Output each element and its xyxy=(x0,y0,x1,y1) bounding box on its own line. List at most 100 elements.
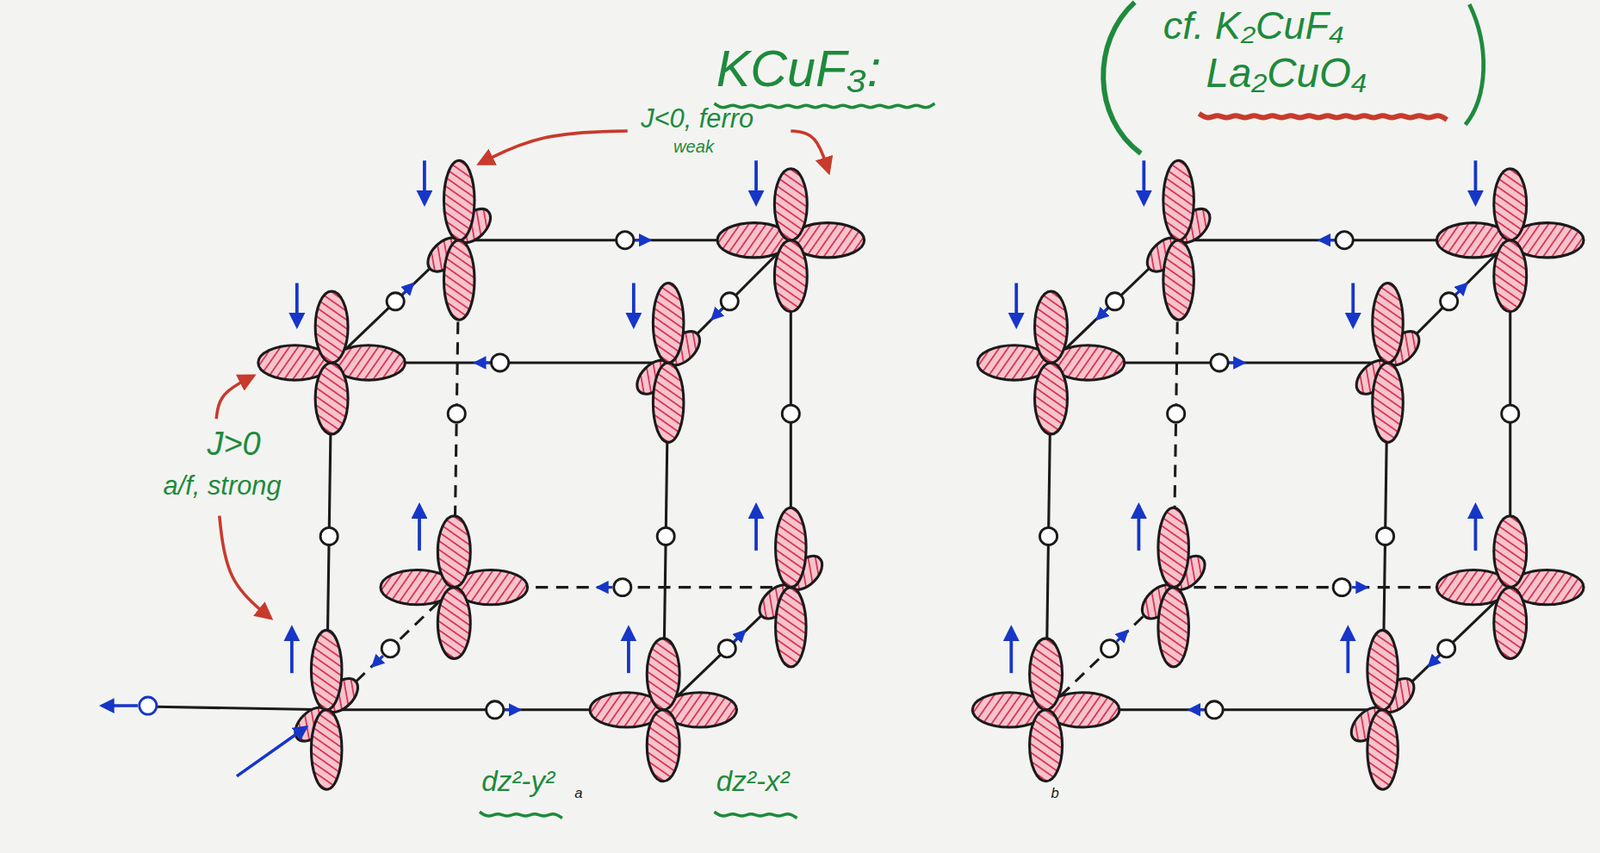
bracket xyxy=(1103,2,1142,154)
displacement-arrow xyxy=(422,160,427,204)
fluorine-ion xyxy=(1333,578,1351,596)
displacement-arrow xyxy=(1345,627,1350,673)
displacement-arrow xyxy=(1429,655,1440,666)
exchange-arrow xyxy=(219,515,271,618)
annotation-label: J<0, ferro xyxy=(640,104,754,134)
orbital-lobe xyxy=(646,709,680,782)
displacement-arrow xyxy=(1190,707,1205,711)
orbital-lobe xyxy=(775,507,807,587)
fluorine-ion xyxy=(613,578,632,596)
exchange-arrow xyxy=(790,130,829,172)
fluorine-ion xyxy=(1101,639,1119,658)
orbital-lobe xyxy=(1158,587,1190,667)
displacement-arrow xyxy=(1116,631,1128,642)
fluorine-ion xyxy=(1335,231,1353,249)
fluorine-ion xyxy=(781,404,800,422)
displacement-arrow xyxy=(101,703,137,707)
bracket xyxy=(1465,4,1484,125)
orbital-lobe xyxy=(1494,168,1527,241)
orbital-lobe xyxy=(1029,638,1063,710)
orbital-lobe xyxy=(310,629,342,709)
orbital-lobe xyxy=(437,515,471,588)
displacement-arrow xyxy=(1351,283,1355,327)
fluorine-ion xyxy=(1105,292,1123,311)
displacement-arrow xyxy=(734,631,745,642)
fluorine-ion xyxy=(381,639,399,658)
orbital-lobe xyxy=(310,709,342,789)
displacement-arrow xyxy=(1014,283,1018,327)
displacement-arrow xyxy=(295,283,299,327)
orbital-lobe xyxy=(1367,629,1399,709)
annotation-label: J>0 xyxy=(207,426,261,463)
displacement-arrow xyxy=(1141,160,1146,204)
fluorine-ion xyxy=(1438,639,1456,658)
orbital-lobe xyxy=(437,587,471,659)
displacement-arrow xyxy=(1351,585,1367,589)
orbital-lobe xyxy=(1494,240,1527,312)
annotation-label: a xyxy=(574,785,583,801)
formula-title: KCuF₃: xyxy=(716,40,881,97)
underline xyxy=(713,811,797,818)
displacement-arrow xyxy=(236,726,307,776)
displacement-arrow xyxy=(632,283,636,327)
displacement-arrow xyxy=(372,655,384,666)
displacement-arrow xyxy=(1474,160,1478,204)
orbital-lobe xyxy=(1163,160,1195,240)
fluorine-ion xyxy=(1501,404,1520,422)
arrows xyxy=(101,160,1476,776)
fluorine-ion xyxy=(139,696,157,714)
displacement-arrow xyxy=(475,360,490,364)
orbital-lobe xyxy=(774,240,807,312)
orbital-lobe xyxy=(1367,709,1399,789)
orbital-lobe xyxy=(775,587,807,667)
displacement-arrow xyxy=(403,284,414,295)
fluorine-ion xyxy=(1376,527,1394,545)
orbital-lobe xyxy=(1372,362,1404,442)
cube-edges xyxy=(155,240,1510,710)
orbital-lobe xyxy=(315,362,348,435)
orbital-lobe xyxy=(443,240,475,320)
displacement-arrow xyxy=(505,707,521,711)
annotation-label: weak xyxy=(673,136,714,156)
annotation-label: dz²-x² xyxy=(716,765,790,797)
displacement-arrow xyxy=(1474,505,1478,551)
orbital-lobe xyxy=(652,362,684,442)
fluorine-ion xyxy=(386,292,404,311)
orbital-lobe xyxy=(1035,362,1068,435)
orbital-lobe xyxy=(774,168,807,241)
annotation-label: dz²-y² xyxy=(481,765,555,797)
fluorine-ion xyxy=(491,353,509,372)
orbital-lobe xyxy=(443,160,475,240)
exchange-arrow xyxy=(216,375,254,419)
displacement-arrow xyxy=(1097,308,1108,319)
orbital-lobe xyxy=(1494,515,1527,588)
fluorine-ion xyxy=(1205,700,1223,719)
annotation-label: a/f, strong xyxy=(163,471,282,501)
orbital-lobe xyxy=(1494,587,1527,659)
fluorine-ion xyxy=(616,231,634,249)
displacement-arrow xyxy=(1137,505,1142,551)
fluorine-ion xyxy=(1210,353,1228,372)
fluorine-ion xyxy=(320,527,338,545)
annotations xyxy=(216,2,1484,819)
fluorine-ion xyxy=(486,700,504,719)
displacement-arrow xyxy=(290,627,294,673)
displacement-arrow xyxy=(1009,627,1013,673)
fluorine-ion xyxy=(718,639,736,658)
underline xyxy=(1198,113,1447,120)
fluorine-ion xyxy=(447,404,466,422)
annotation-label: b xyxy=(1050,785,1059,801)
orbital-lobe xyxy=(652,283,684,363)
orbital-lobe xyxy=(1029,709,1063,782)
bond-line xyxy=(155,706,327,710)
displacement-arrow xyxy=(635,238,651,242)
displacement-arrow xyxy=(1456,284,1467,295)
fluorine-ions xyxy=(139,231,1520,719)
displacement-arrow xyxy=(417,505,422,551)
displacement-arrow xyxy=(1229,360,1245,364)
displacement-arrow xyxy=(626,627,631,673)
fluorine-ion xyxy=(657,527,675,545)
displacement-arrow xyxy=(712,308,723,319)
displacement-arrow xyxy=(754,160,758,204)
